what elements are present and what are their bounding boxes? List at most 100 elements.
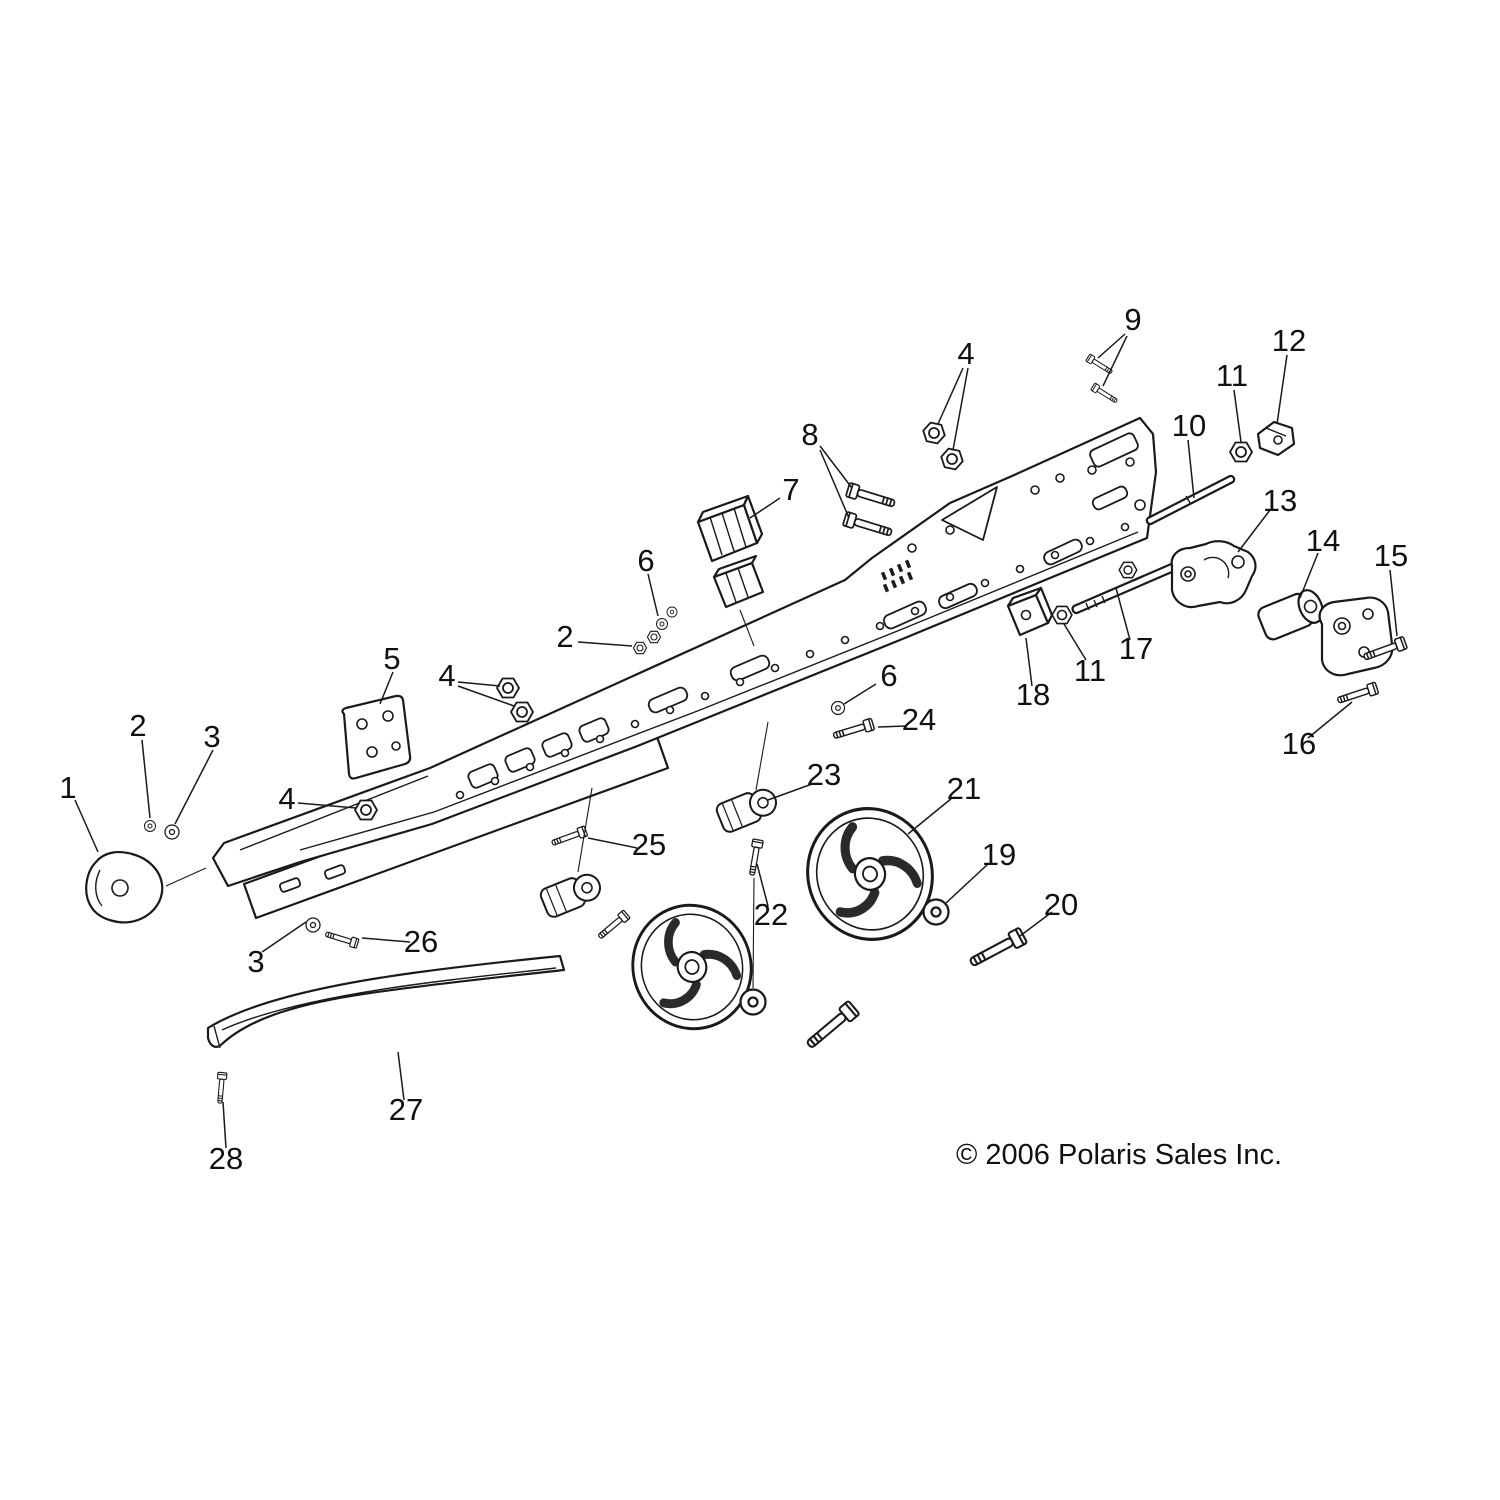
leader-line [1389,569,1398,637]
leader-line [457,685,515,707]
leader-lines [74,333,1398,1149]
callout-26: 26 [404,924,438,959]
leader-line [361,937,411,943]
callout-4-mid: 4 [438,658,455,693]
leader-line [1233,389,1242,443]
callout-21: 21 [947,771,981,806]
leader-line [819,449,850,519]
nut-2b [646,630,662,644]
bolt-24 [831,717,876,743]
callout-3-bottom: 3 [247,944,264,979]
bolt-bumper [595,909,631,942]
callout-16: 16 [1282,726,1316,761]
leader-line [577,641,633,647]
spacer-cylinder [1257,589,1324,641]
bolt-wheel [802,999,861,1053]
leader-line [397,1051,405,1101]
main-rail [211,416,1158,888]
pivot-pin [1145,474,1236,526]
leader-line [587,837,638,849]
callout-28: 28 [209,1141,243,1176]
callout-24: 24 [902,702,936,737]
washer-6a [656,618,668,630]
idler-bracket [1318,596,1394,677]
leader-line [767,783,813,801]
washer-wheel [739,988,767,1016]
callout-9: 9 [1124,302,1141,337]
bolt-16b [1335,681,1380,707]
leader-line [1063,623,1087,661]
callout-17: 17 [1119,631,1153,666]
leader-line [74,799,99,853]
nut-axle [1118,561,1138,579]
leader-line [141,739,151,819]
leader-line [1102,335,1128,387]
nut-4c [496,677,520,699]
bumper-upper [713,782,782,835]
callout-1: 1 [59,770,76,805]
clamp-bracket [1256,420,1296,457]
nut-4a [920,420,948,446]
callout-13: 13 [1263,483,1297,518]
washer-19 [922,898,950,926]
spacer-block [1006,586,1054,637]
leader-line [1115,587,1131,641]
leader-line [1276,354,1288,425]
callout-10: 10 [1172,408,1206,443]
callout-19: 19 [982,837,1016,872]
callout-6-lower: 6 [880,658,897,693]
leader-line [756,863,769,907]
leader-line [261,921,307,953]
nut-4e [354,799,378,821]
callout-2-upper: 2 [556,619,573,654]
leader-line [174,749,214,825]
callout-8: 8 [801,417,818,452]
leader-line [297,802,357,809]
bolt-26 [323,928,360,949]
leader-line [457,681,501,687]
callout-15: 15 [1374,538,1408,573]
leader-line [1025,637,1033,687]
idler-wheel-front [617,890,767,1044]
slider-wear-strip [206,954,566,1049]
leader-line [952,367,969,451]
callout-25: 25 [632,827,666,862]
leader-line [819,445,853,489]
suspension-clamp-blocks [696,494,765,647]
assembly-lines [577,721,769,989]
nut-2a [632,641,648,655]
callout-14: 14 [1306,523,1340,558]
callout-5: 5 [383,641,400,676]
callout-7: 7 [782,472,799,507]
nut-4b [938,446,966,472]
nut-4d [510,701,534,723]
leader-line [907,797,953,835]
leader-line [749,497,781,519]
callout-12: 12 [1272,323,1306,358]
callout-11-upper: 11 [1216,358,1248,393]
leader-line [1019,911,1053,937]
callout-11-lower: 11 [1074,653,1106,688]
leader-line [222,1101,227,1149]
leader-line [1237,509,1271,553]
washer-3b [305,917,321,933]
rail-web-holes [907,457,1146,553]
leader-line [937,367,964,425]
leader-line [1187,439,1195,499]
leader-line [877,725,907,728]
nut-11a [1229,441,1253,463]
callout-labels: 1 2 3 3 2 4 4 4 5 6 6 7 8 9 10 11 11 12 … [59,302,1408,1176]
leader-line [379,671,394,705]
rear-bracket [1170,540,1257,609]
rail-hole-row [455,522,1130,800]
leader-line [945,863,989,904]
leader-line [1307,701,1353,739]
bolt-20 [966,926,1029,972]
rail-stamp-marks [880,559,914,593]
callout-4-top: 4 [957,336,974,371]
screw-9b [1090,382,1120,406]
bumper-lower [537,867,606,920]
copyright-notice: © 2006 Polaris Sales Inc. [956,1139,1282,1171]
